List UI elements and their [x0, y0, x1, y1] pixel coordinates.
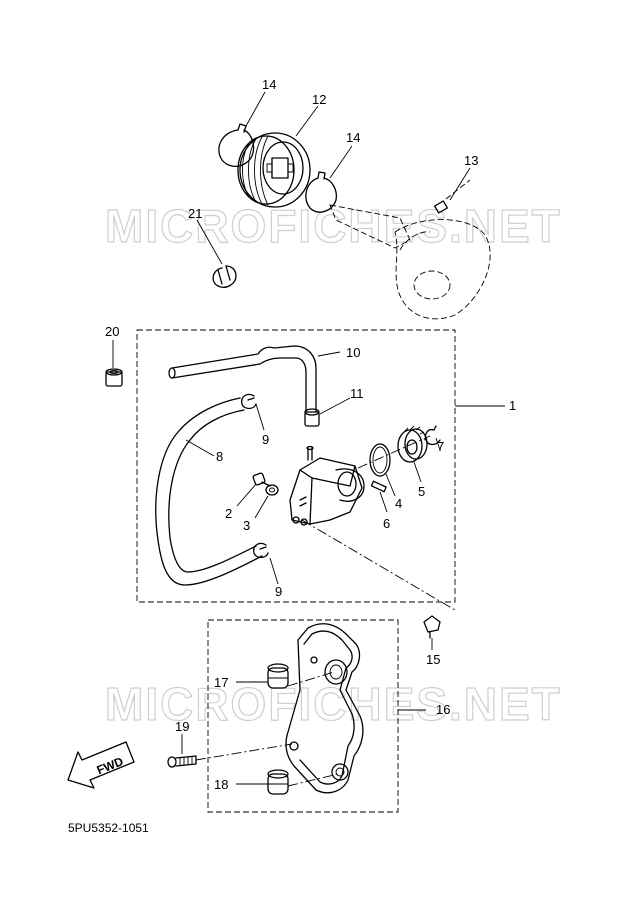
- callout-8: 8: [216, 449, 223, 464]
- circlip-7: [424, 425, 441, 446]
- washer-3: [265, 484, 279, 496]
- grommet-18: [267, 769, 289, 795]
- callout-1: 1: [509, 398, 516, 413]
- assembly-box-16: [207, 619, 399, 813]
- callout-11: 11: [350, 386, 364, 401]
- callout-5: 5: [418, 484, 425, 499]
- callout-9-lower: 9: [275, 584, 282, 599]
- fwd-arrow-icon: FWD: [67, 741, 135, 789]
- collar-20: [105, 368, 123, 387]
- watermark-top: MICROFICHES.NET: [105, 200, 562, 252]
- centerline-pump: [301, 519, 456, 611]
- callout-19: 19: [175, 719, 189, 734]
- assembly-box-1: [136, 329, 456, 603]
- callout-20: 20: [105, 324, 119, 339]
- leader-lines: [112, 91, 505, 785]
- gear-5: [397, 425, 428, 463]
- circlip-14-right: [305, 171, 338, 213]
- callout-10: 10: [346, 345, 360, 360]
- pulley-12: [237, 132, 311, 208]
- cover-plate: [285, 623, 364, 794]
- callout-9-upper: 9: [262, 432, 269, 447]
- pin-6: [370, 480, 387, 493]
- screw-19: [167, 755, 197, 768]
- o-ring-4: [369, 443, 391, 477]
- callout-12: 12: [312, 92, 326, 107]
- fwd-label: FWD: [95, 754, 126, 777]
- centerline-screw-19: [195, 743, 293, 761]
- callout-7: 7: [437, 439, 444, 454]
- callout-14-right: 14: [346, 130, 360, 145]
- callout-18: 18: [214, 777, 228, 792]
- joint-11: [304, 408, 320, 427]
- centerline-17: [287, 671, 335, 687]
- callout-4: 4: [395, 496, 402, 511]
- hose-8: [155, 397, 263, 586]
- clip-9-lower: [253, 542, 269, 559]
- clip-21: [212, 265, 237, 288]
- centerline-gear: [357, 435, 431, 469]
- grommet-17: [267, 663, 289, 689]
- screw-2: [252, 472, 271, 487]
- oil-pump-body: [289, 445, 365, 526]
- watermark-bottom: MICROFICHES.NET: [105, 678, 562, 730]
- callout-17: 17: [214, 675, 228, 690]
- shaft-13: [329, 179, 491, 320]
- bolt-15: [423, 615, 441, 639]
- callout-15: 15: [426, 652, 440, 667]
- callout-2: 2: [225, 506, 232, 521]
- centerline-18: [287, 773, 339, 787]
- callout-13: 13: [464, 153, 478, 168]
- hose-10: [168, 345, 317, 413]
- callout-21: 21: [188, 206, 202, 221]
- callout-16: 16: [436, 702, 450, 717]
- callout-3: 3: [243, 518, 250, 533]
- callout-14-left: 14: [262, 77, 276, 92]
- callout-6: 6: [383, 516, 390, 531]
- diagram-code: 5PU5352-1051: [68, 821, 149, 835]
- clip-9-upper: [241, 393, 257, 410]
